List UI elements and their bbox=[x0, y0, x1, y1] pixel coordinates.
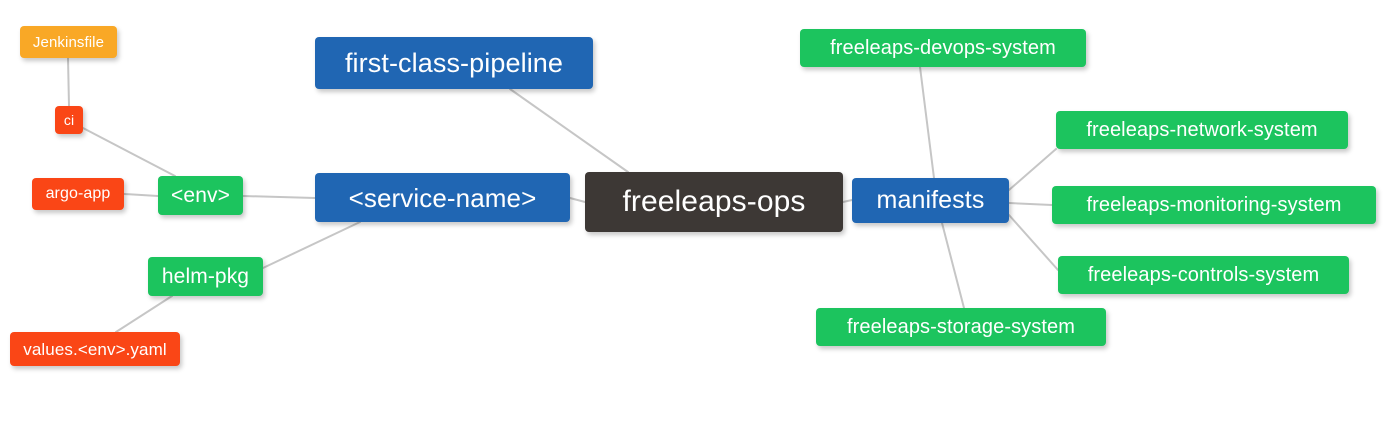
mindmap-edge-manifests-to-freeleaps-storage-system bbox=[941, 222, 965, 309]
mindmap-node-freeleaps-monitoring-system[interactable]: freeleaps-monitoring-system bbox=[1052, 186, 1376, 224]
mindmap-edge-ci-to-jenkinsfile bbox=[67, 57, 70, 107]
mindmap-edge-manifests-to-freeleaps-monitoring-system bbox=[1008, 202, 1053, 206]
mindmap-node-freeleaps-storage-system[interactable]: freeleaps-storage-system bbox=[816, 308, 1106, 346]
mindmap-node-label: values.<env>.yaml bbox=[23, 339, 167, 359]
mindmap-edge-manifests-to-freeleaps-devops-system bbox=[919, 66, 935, 179]
mindmap-node-label: <env> bbox=[171, 184, 230, 207]
mindmap-edge-env-to-ci bbox=[82, 127, 176, 177]
mindmap-node-first-class-pipeline[interactable]: first-class-pipeline bbox=[315, 37, 593, 89]
mindmap-node-label: ci bbox=[63, 112, 75, 128]
mindmap-edge-service-name-to-env bbox=[242, 195, 316, 199]
mindmap-node-label: Jenkinsfile bbox=[32, 33, 105, 51]
mindmap-edge-service-name-to-helm-pkg bbox=[262, 221, 361, 269]
mindmap-node-env[interactable]: <env> bbox=[158, 176, 243, 215]
mindmap-edge-env-to-argo-app bbox=[123, 193, 159, 197]
mindmap-edge-manifests-to-freeleaps-controls-system bbox=[1008, 214, 1059, 271]
mindmap-node-label: freeleaps-network-system bbox=[1086, 119, 1318, 141]
mindmap-node-label: freeleaps-monitoring-system bbox=[1086, 194, 1342, 216]
mindmap-node-label: freeleaps-ops bbox=[622, 185, 806, 218]
mindmap-edge-manifests-to-freeleaps-network-system bbox=[1008, 148, 1057, 191]
mindmap-edge-freeleaps-ops-to-service-name bbox=[569, 197, 586, 203]
mindmap-node-freeleaps-devops-system[interactable]: freeleaps-devops-system bbox=[800, 29, 1086, 67]
mindmap-node-label: helm-pkg bbox=[161, 265, 250, 288]
mindmap-node-freeleaps-network-system[interactable]: freeleaps-network-system bbox=[1056, 111, 1348, 149]
mindmap-node-label: manifests bbox=[876, 186, 985, 214]
mindmap-node-manifests[interactable]: manifests bbox=[852, 178, 1009, 223]
mindmap-node-service-name[interactable]: <service-name> bbox=[315, 173, 570, 222]
mindmap-node-helm-pkg[interactable]: helm-pkg bbox=[148, 257, 263, 296]
mindmap-node-freeleaps-controls-system[interactable]: freeleaps-controls-system bbox=[1058, 256, 1349, 294]
mindmap-node-label: freeleaps-devops-system bbox=[830, 37, 1056, 59]
mindmap-node-label: first-class-pipeline bbox=[344, 47, 564, 78]
mindmap-node-label: freeleaps-storage-system bbox=[846, 316, 1076, 338]
mindmap-edge-helm-pkg-to-values-env-yaml bbox=[115, 295, 173, 333]
mindmap-edge-freeleaps-ops-to-first-class-pipeline bbox=[509, 88, 629, 173]
mindmap-node-ci[interactable]: ci bbox=[55, 106, 83, 134]
mindmap-edge-freeleaps-ops-to-manifests bbox=[842, 199, 853, 203]
mindmap-node-label: <service-name> bbox=[348, 182, 537, 213]
mindmap-node-jenkinsfile[interactable]: Jenkinsfile bbox=[20, 26, 117, 58]
mindmap-node-label: freeleaps-controls-system bbox=[1087, 264, 1320, 286]
mindmap-node-argo-app[interactable]: argo-app bbox=[32, 178, 124, 210]
mindmap-node-label: argo-app bbox=[45, 185, 111, 202]
mindmap-node-values-env-yaml[interactable]: values.<env>.yaml bbox=[10, 332, 180, 366]
mindmap-node-freeleaps-ops[interactable]: freeleaps-ops bbox=[585, 172, 843, 232]
